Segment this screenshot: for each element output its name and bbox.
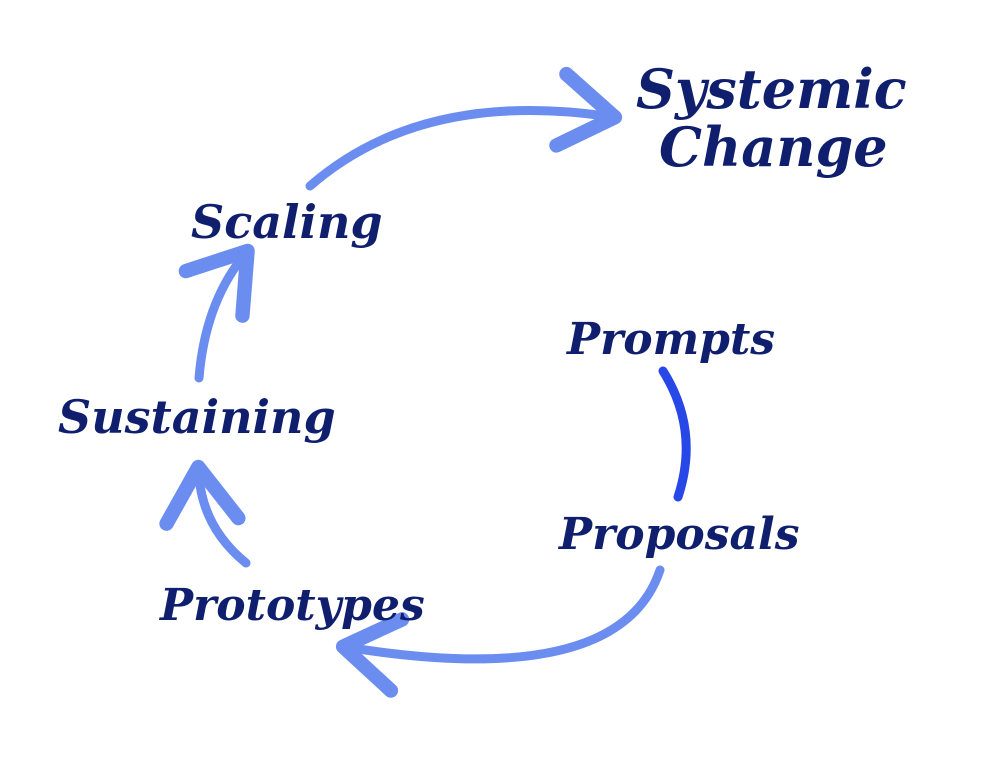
node-prototypes: Prototypes (158, 580, 425, 631)
node-prompts: Prompts (565, 314, 775, 365)
arrow-sustaining-to-scaling (178, 243, 255, 383)
node-sustaining: Sustaining (58, 390, 336, 444)
arrow-prototypes-to-sustaining (159, 459, 251, 568)
connector-prompts-to-proposals (658, 366, 691, 502)
systemic-change-title-line1: Systemic (636, 57, 907, 121)
arrow-proposals-to-prototypes (335, 565, 665, 698)
arrow-scaling-to-systemic-change (305, 66, 623, 191)
node-scaling: Scaling (191, 195, 383, 249)
systemic-change-title-line2: Change (659, 115, 888, 179)
node-proposals: Proposals (557, 509, 800, 560)
